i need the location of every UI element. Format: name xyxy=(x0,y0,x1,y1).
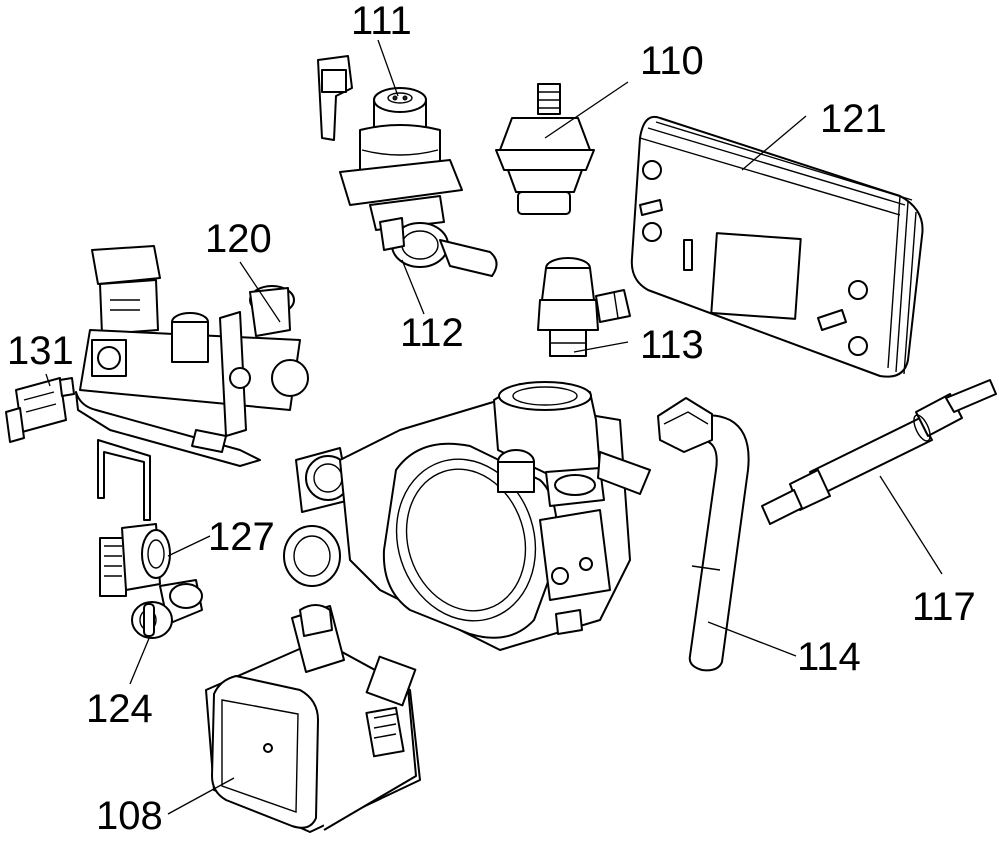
label-114: 114 xyxy=(797,635,861,679)
label-110: 110 xyxy=(640,39,704,83)
leader-120 xyxy=(239,261,281,323)
label-112: 112 xyxy=(400,311,464,355)
callout-labels: 111 110 121 120 112 113 131 127 124 117 … xyxy=(7,0,976,838)
leader-117 xyxy=(879,475,943,575)
part-127-pressure-sensor xyxy=(99,523,171,597)
label-121: 121 xyxy=(820,97,887,141)
part-124-flow-sensor xyxy=(131,579,203,639)
part-110-air-vent xyxy=(495,83,595,215)
leader-121 xyxy=(741,115,807,171)
part-108-pump-motor xyxy=(205,604,421,833)
part-121-plate-heat-exchanger xyxy=(630,116,924,378)
label-111: 111 xyxy=(351,0,412,43)
u-clip xyxy=(97,439,151,521)
label-127: 127 xyxy=(208,515,275,559)
leader-108 xyxy=(167,777,235,815)
leader-111 xyxy=(377,39,399,97)
leader-114 xyxy=(707,621,797,657)
part-114-pipe xyxy=(657,397,750,672)
part-117-bypass-tube xyxy=(761,379,997,525)
leader-112 xyxy=(401,259,425,315)
leader-113 xyxy=(573,341,629,353)
part-120-hydraulic-manifold xyxy=(75,245,309,467)
label-117: 117 xyxy=(912,585,976,629)
central-pump-body xyxy=(283,381,651,651)
part-113-safety-valve xyxy=(537,257,631,357)
part-111-diverter-motor xyxy=(317,55,498,277)
leader-131 xyxy=(45,373,51,387)
label-120: 120 xyxy=(205,217,272,261)
leader-110 xyxy=(544,81,629,139)
part-131-sensor xyxy=(5,377,75,443)
label-108: 108 xyxy=(96,794,163,838)
label-131: 131 xyxy=(7,329,74,373)
label-113: 113 xyxy=(640,323,704,367)
leader-lines xyxy=(45,39,943,815)
leader-127 xyxy=(167,535,211,557)
leader-124 xyxy=(129,635,151,685)
label-124: 124 xyxy=(86,687,153,731)
